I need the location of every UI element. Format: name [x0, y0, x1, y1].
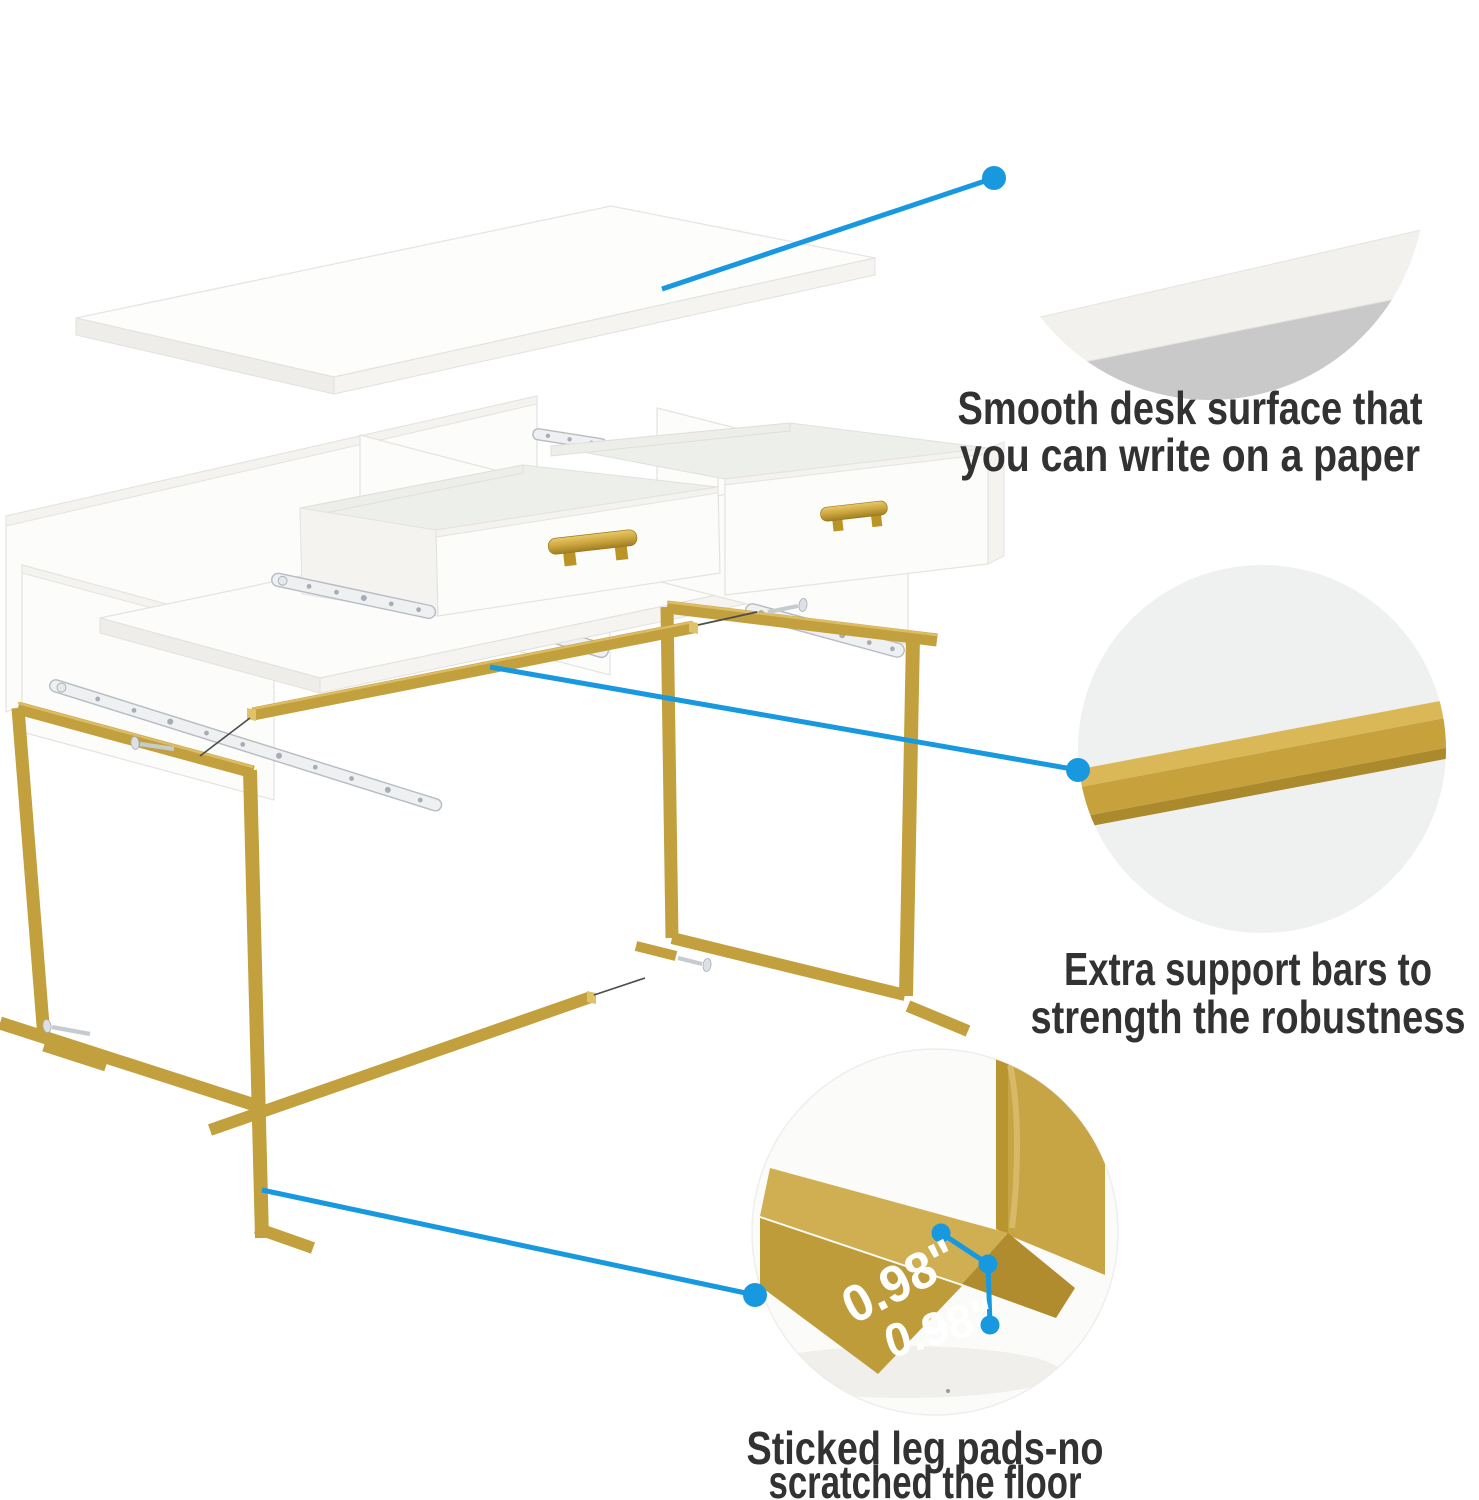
handle-foot — [870, 513, 883, 528]
frame-right-front-foot — [634, 941, 678, 961]
frame-side-right — [634, 600, 971, 1037]
screw — [677, 955, 712, 972]
leg-pad-right-face — [962, 1233, 1075, 1318]
leg-pad-front-face — [760, 1218, 962, 1374]
assembly-cable — [199, 717, 251, 757]
annotation-support-bars-line1: Extra support bars to — [1064, 943, 1432, 995]
metal-frame — [0, 600, 971, 1254]
leg-pad-top-face — [760, 1168, 1008, 1284]
frame-left-front-foot — [42, 1040, 108, 1072]
callout-circle-leg-pad — [751, 1048, 1119, 1416]
leg-side-face — [996, 1056, 1008, 1235]
metal-frame-highlights — [17, 600, 938, 1004]
callout-line-desk-surface — [661, 175, 995, 292]
frame-right-bottom-bar — [670, 932, 907, 1001]
measure-dot-icon — [980, 1315, 1000, 1335]
callout-line-leg-pad — [261, 1187, 756, 1298]
support-bar-lower — [208, 991, 593, 1136]
drawer-right-side-sliver — [987, 441, 1005, 565]
drawer-slide-rail-shelf — [49, 679, 443, 812]
annotation-desk-surface-line2: you can write on a paper — [960, 429, 1420, 481]
frame-left-back-leg — [243, 769, 269, 1239]
drawer-handle-right — [820, 500, 888, 532]
drawer-right — [550, 422, 1005, 596]
desktop-front-edge — [333, 257, 876, 395]
measure-dot-icon — [978, 1254, 998, 1274]
assembly-cables — [199, 611, 758, 996]
frame-side-left — [0, 701, 315, 1254]
desk-edge-band — [995, 227, 1425, 385]
screw — [767, 598, 808, 615]
floor-speck — [1076, 1387, 1080, 1391]
handle-foot — [562, 550, 577, 567]
drawer-slide-rail-left-drawer — [271, 572, 437, 620]
annotation-leg-pads-line1: Sticked leg pads-no — [747, 1422, 1104, 1474]
callout-dot-icon — [982, 166, 1006, 190]
support-bar-top-face — [1078, 698, 1446, 789]
support-bar-bottom-edge — [1078, 746, 1446, 830]
frame-left-back-foot — [254, 1222, 315, 1254]
callout-line-support-bar — [489, 664, 1079, 773]
frame-right-top-bar — [666, 600, 938, 647]
callout-dots — [743, 166, 1090, 1335]
assembly-screws — [42, 598, 808, 1037]
desktop-panel — [75, 205, 876, 395]
frame-highlight — [17, 701, 254, 769]
support-bar-end-cap — [689, 621, 698, 634]
measure-line-height — [985, 1263, 993, 1326]
frame-highlight — [252, 620, 694, 711]
assembly-cable — [593, 977, 646, 996]
weld-seam — [1007, 1064, 1020, 1229]
support-bar-front-face — [1078, 716, 1446, 819]
callout-circle-desk-surface — [995, 0, 1425, 400]
annotation-leg-pads: Sticked leg pads-no scratched the floor — [747, 1422, 1104, 1500]
drawer-left — [271, 428, 721, 620]
support-bar-closeup — [1078, 698, 1446, 830]
screw — [130, 736, 175, 752]
frame-right-back-foot — [905, 1000, 971, 1037]
callout-circle-support-bar — [1078, 565, 1446, 933]
handle-bar — [820, 500, 888, 522]
screw — [42, 1019, 91, 1037]
desk-edge-shadow — [995, 290, 1425, 400]
floor-speck — [946, 1389, 950, 1393]
frame-right-back-leg — [899, 635, 920, 997]
frame-right-front-leg — [660, 606, 679, 939]
support-bar-end-cap — [587, 991, 596, 1004]
callout-dot-icon — [743, 1283, 767, 1307]
assembly-cable — [697, 611, 758, 626]
drawer-handle-left — [547, 529, 638, 567]
callout-dot-icon — [1066, 758, 1090, 782]
handle-foot — [832, 517, 844, 532]
drawer-right-back-rim — [550, 422, 791, 457]
annotation-leg-pads-line2: scratched the floor — [769, 1456, 1082, 1500]
frame-highlight — [666, 600, 938, 637]
annotation-desk-surface-line1: Smooth desk surface that — [958, 382, 1423, 434]
annotation-support-bars: Extra support bars to strength the robus… — [1031, 943, 1466, 1043]
support-bar-upper — [251, 620, 695, 721]
handle-foot — [614, 544, 629, 561]
annotation-support-bars-line2: strength the robustness — [1031, 991, 1466, 1043]
leg-pad-closeup — [752, 1056, 1105, 1398]
measure-dot-icon — [931, 1223, 951, 1243]
frame-left-front-leg — [11, 707, 51, 1039]
annotation-desk-surface: Smooth desk surface that you can write o… — [958, 382, 1423, 481]
handle-bar — [547, 529, 638, 555]
